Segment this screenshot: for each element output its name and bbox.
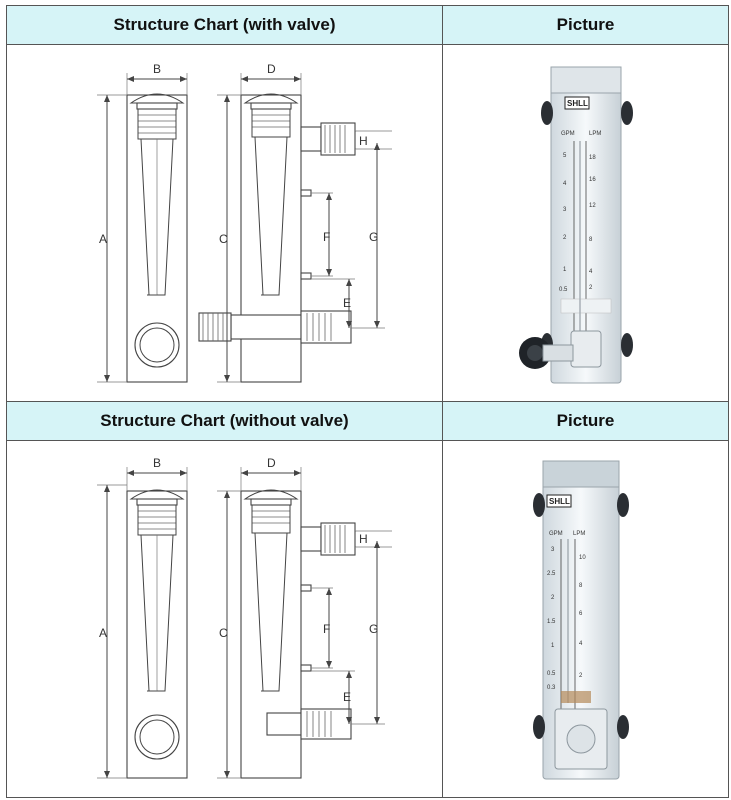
label-h-2: H <box>359 532 368 546</box>
flowmeter-drawing-with-valve: A B <box>97 62 392 383</box>
dimension-h-2: H <box>354 530 392 548</box>
dimension-c: C <box>217 94 241 383</box>
dimension-b-2: B <box>126 456 188 491</box>
dimension-c-2: C <box>217 490 241 779</box>
photo-scale-r-2-1: 8 <box>579 583 583 589</box>
flowmeter-photo-without-valve: SHLL GPM LPM 3 2.5 2 1.5 1 0.5 0.3 10 8 … <box>533 460 629 780</box>
flowmeter-photo-with-valve: SHLL GPM LPM 5 4 3 2 1 0.5 18 16 12 8 4 … <box>519 66 633 384</box>
photo-scale-r-2-3: 4 <box>579 641 583 647</box>
dimension-d-2: D <box>240 456 302 491</box>
content-row-with-valve: A B <box>6 44 729 402</box>
photo-scale-r-1-0: 18 <box>589 155 596 161</box>
label-h: H <box>359 134 368 148</box>
flowmeter-drawing-without-valve: A B <box>97 456 392 779</box>
side-view-2 <box>240 489 356 779</box>
label-b-2: B <box>153 456 161 470</box>
photo-scale-r-2-4: 2 <box>579 673 583 679</box>
front-view <box>126 93 188 383</box>
photo-lpm-2: LPM <box>573 531 585 537</box>
picture-header-1: Picture <box>442 5 729 45</box>
side-view <box>198 93 356 383</box>
front-view-2 <box>126 489 188 779</box>
photo-scale-l-2-0: 3 <box>551 547 555 553</box>
photo-scale-l-2-2: 2 <box>551 595 555 601</box>
structure-drawing-with-valve: A B <box>6 44 443 402</box>
label-d: D <box>267 62 276 76</box>
photo-scale-l-2-5: 0.5 <box>547 671 556 677</box>
label-g: G <box>369 230 378 244</box>
photo-scale-l-2-4: 1 <box>551 643 555 649</box>
photo-gpm-2: GPM <box>549 531 563 537</box>
photo-scale-l-1-2: 3 <box>563 207 567 213</box>
header-row-with-valve: Structure Chart (with valve) Picture <box>6 5 729 45</box>
picture-header-2: Picture <box>442 401 729 441</box>
picture-without-valve: SHLL GPM LPM 3 2.5 2 1.5 1 0.5 0.3 10 8 … <box>442 440 729 798</box>
structure-chart-without-valve-header: Structure Chart (without valve) <box>6 401 443 441</box>
label-c-2: C <box>219 626 228 640</box>
label-g-2: G <box>369 622 378 636</box>
photo-scale-l-2-3: 1.5 <box>547 619 556 625</box>
structure-drawing-without-valve: A B <box>6 440 443 798</box>
header-row-without-valve: Structure Chart (without valve) Picture <box>6 401 729 441</box>
content-row-without-valve: A B <box>6 440 729 798</box>
dimension-a: A <box>97 94 127 383</box>
photo-scale-l-1-1: 4 <box>563 181 567 187</box>
dimension-b: B <box>126 62 188 95</box>
label-b: B <box>153 62 161 76</box>
dimension-e: E <box>311 278 355 328</box>
photo-scale-l-2-6: 0.3 <box>547 685 556 691</box>
photo-scale-l-1-0: 5 <box>563 153 567 159</box>
photo-scale-l-1-5: 0.5 <box>559 287 568 293</box>
dimension-f: F <box>311 192 333 277</box>
dimension-h: H <box>354 130 392 150</box>
photo-scale-l-1-4: 1 <box>563 267 567 273</box>
photo-brand-1: SHLL <box>567 99 588 108</box>
photo-gpm-1: GPM <box>561 131 575 137</box>
label-a: A <box>99 232 107 246</box>
label-a-2: A <box>99 626 107 640</box>
dimension-e-2: E <box>311 670 355 724</box>
photo-scale-r-2-0: 10 <box>579 555 586 561</box>
structure-chart-with-valve-header: Structure Chart (with valve) <box>6 5 443 45</box>
dimension-g: G <box>351 143 385 329</box>
spec-table: Structure Chart (with valve) Picture <box>6 5 729 798</box>
label-e: E <box>343 296 351 310</box>
photo-scale-l-2-1: 2.5 <box>547 571 556 577</box>
label-d-2: D <box>267 456 276 470</box>
photo-scale-r-1-2: 12 <box>589 203 596 209</box>
label-f-2: F <box>323 622 330 636</box>
photo-scale-r-2-2: 6 <box>579 611 583 617</box>
picture-with-valve: SHLL GPM LPM 5 4 3 2 1 0.5 18 16 12 8 4 … <box>442 44 729 402</box>
label-c: C <box>219 232 228 246</box>
photo-scale-l-1-3: 2 <box>563 235 567 241</box>
photo-lpm-1: LPM <box>589 131 601 137</box>
dimension-g-2: G <box>351 541 385 725</box>
dimension-a-2: A <box>97 484 127 779</box>
photo-scale-r-1-5: 2 <box>589 285 593 291</box>
label-f: F <box>323 230 330 244</box>
dimension-d: D <box>240 62 302 95</box>
dimension-f-2: F <box>311 587 333 669</box>
photo-scale-r-1-3: 8 <box>589 237 593 243</box>
photo-brand-2: SHLL <box>549 497 570 506</box>
label-e-2: E <box>343 690 351 704</box>
photo-scale-r-1-4: 4 <box>589 269 593 275</box>
photo-scale-r-1-1: 16 <box>589 177 596 183</box>
